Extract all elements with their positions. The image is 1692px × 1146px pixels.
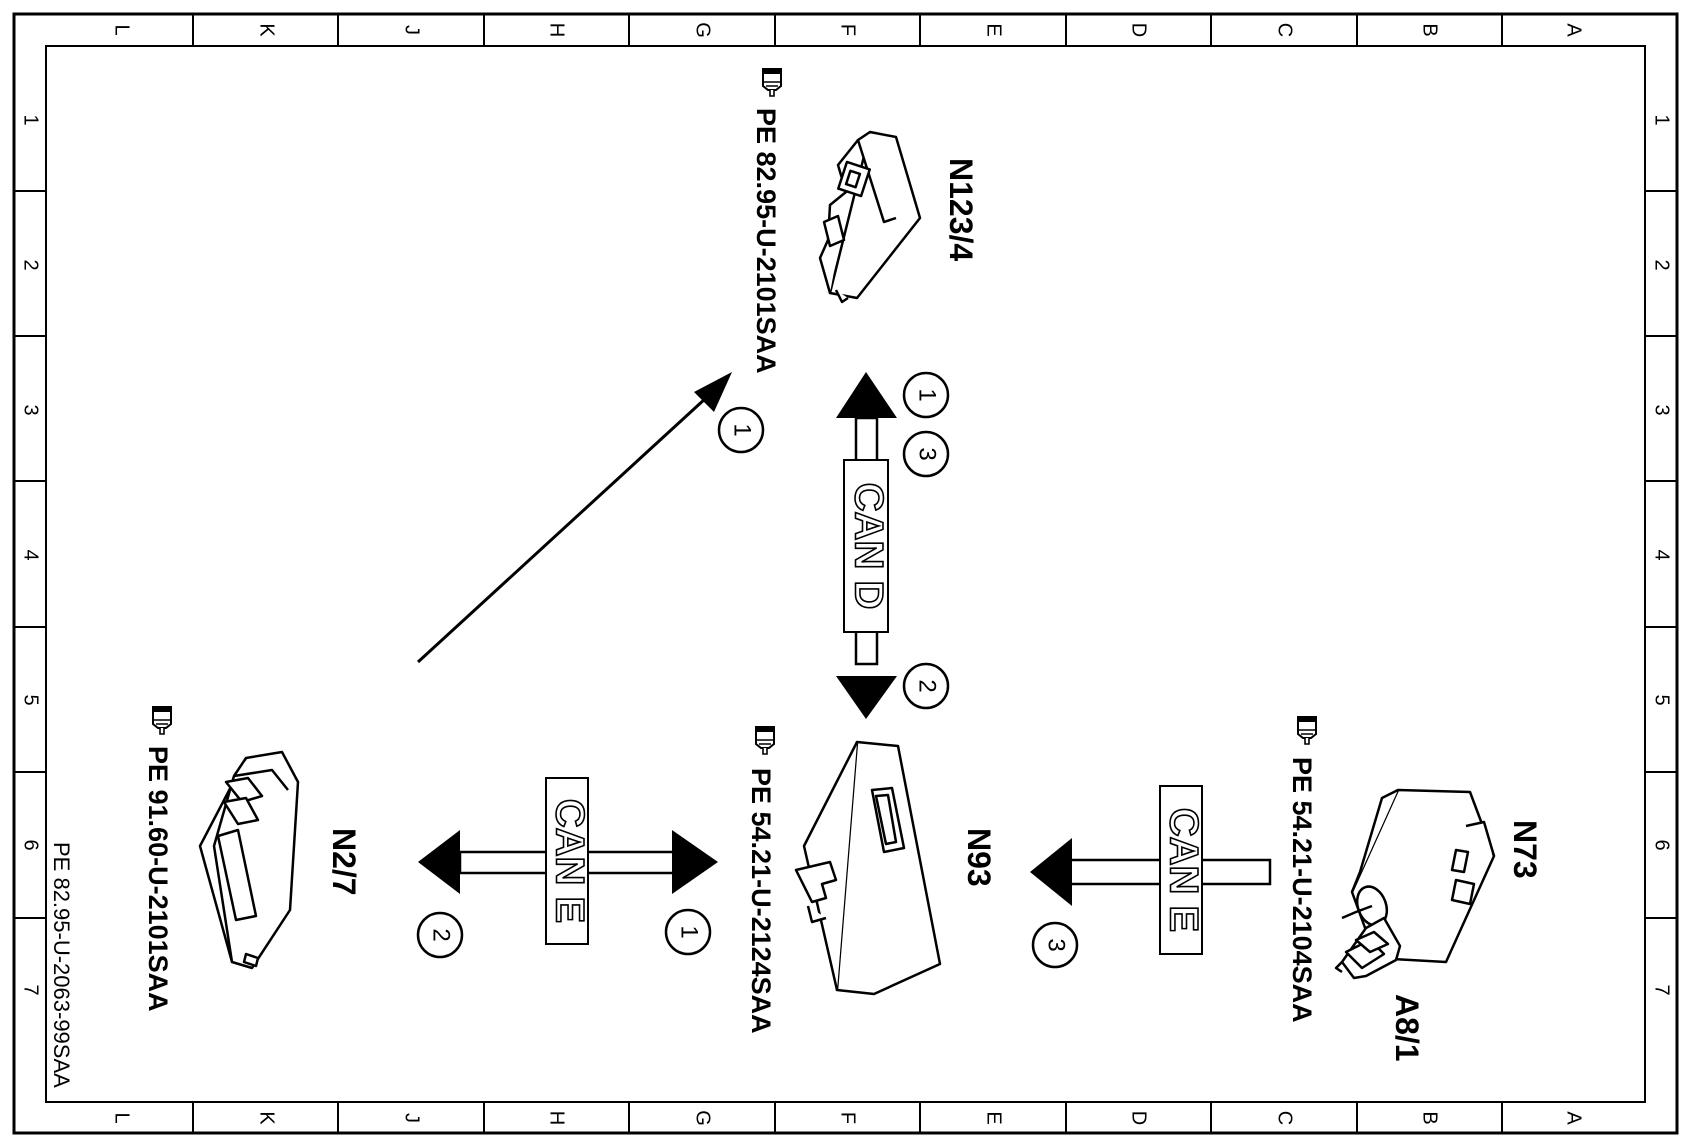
step-circle: 1 xyxy=(664,908,712,956)
step-number: 2 xyxy=(914,679,941,692)
n2-7-code: N2/7 xyxy=(326,828,362,896)
component-n93: N93 PE 54.21-U-2124SAA xyxy=(746,726,997,1034)
step-circle: 1 xyxy=(717,406,765,454)
can-e-left-label-box xyxy=(545,777,589,945)
zone-rows-right: 1 2 3 4 5 6 7 xyxy=(1651,114,1673,995)
zone-row-label: 2 xyxy=(1651,259,1673,270)
zone-row-label: 7 xyxy=(20,984,42,995)
zone-columns-bottom: L K J H G F E D C B A xyxy=(111,1110,1585,1126)
can-d-label-box xyxy=(843,459,889,633)
zone-col-label: D xyxy=(1128,23,1150,37)
component-n73: N73 A8/1 PE 54.21-U-2104SAA xyxy=(1287,716,1543,1062)
can-e-left-bus: CAN E xyxy=(418,777,718,945)
module-n93-drawing xyxy=(794,740,942,996)
zone-col-label: A xyxy=(1563,23,1585,37)
step-circle: 3 xyxy=(902,430,950,478)
can-e-right-arrowhead-left xyxy=(1030,838,1072,906)
zone-row-label: 5 xyxy=(20,694,42,705)
can-d-bus: CAN D xyxy=(836,372,897,719)
step-number: 2 xyxy=(428,928,455,941)
can-d-label: CAN D xyxy=(846,483,890,610)
zone-row-label: 3 xyxy=(1651,404,1673,415)
can-d-arrowhead-down xyxy=(836,676,897,719)
zone-row-label: 1 xyxy=(20,114,42,125)
n93-code: N93 xyxy=(961,828,997,887)
zone-row-label: 7 xyxy=(1651,984,1673,995)
zone-col-label: K xyxy=(256,1111,278,1125)
zone-col-label: J xyxy=(401,25,423,35)
n73-ref: PE 54.21-U-2104SAA xyxy=(1287,757,1317,1023)
a8-1-code: A8/1 xyxy=(1389,994,1425,1062)
zone-col-label: L xyxy=(111,1112,133,1123)
can-e-right-label: CAN E xyxy=(1161,808,1205,932)
n123-4-code: N123/4 xyxy=(943,158,979,261)
n93-ref: PE 54.21-U-2124SAA xyxy=(746,768,776,1034)
zone-col-label: K xyxy=(256,23,278,37)
module-n2-7-drawing xyxy=(198,750,300,970)
pointer-hand-icon xyxy=(1297,716,1317,745)
zone-col-label: B xyxy=(1419,1111,1441,1124)
step-circle: 3 xyxy=(1031,921,1079,969)
zone-rows-left: 1 2 3 4 5 6 7 xyxy=(20,114,42,995)
zone-col-label: D xyxy=(1128,1111,1150,1125)
zone-row-label: 4 xyxy=(20,549,42,560)
component-n2-7: N2/7 PE 91.60-U-2101SAA xyxy=(143,706,362,1012)
zone-col-label: E xyxy=(983,23,1005,36)
can-e-right-label-box xyxy=(1159,785,1203,955)
module-n123-4-drawing xyxy=(818,130,922,304)
zone-col-label: C xyxy=(1274,1111,1296,1125)
zone-row-label: 5 xyxy=(1651,694,1673,705)
step-number: 3 xyxy=(1043,938,1070,951)
key-a8-1-drawing xyxy=(1334,916,1402,980)
zone-row-label: 1 xyxy=(1651,114,1673,125)
zone-col-label: E xyxy=(983,1111,1005,1124)
zone-col-label: F xyxy=(837,24,859,36)
n2-7-ref: PE 91.60-U-2101SAA xyxy=(143,746,173,1012)
zone-row-label: 4 xyxy=(1651,549,1673,560)
n123-4-ref: PE 82.95-U-2101SAA xyxy=(751,108,781,374)
step-circle: 1 xyxy=(902,371,950,419)
component-n123-4: N123/4 PE 82.95-U-2101SAA xyxy=(751,68,979,374)
zone-col-label: B xyxy=(1419,23,1441,36)
zone-row-label: 3 xyxy=(20,404,42,415)
zone-col-label: F xyxy=(837,1112,859,1124)
step-number: 1 xyxy=(729,423,756,436)
diagonal-signal-arrow xyxy=(416,372,732,664)
can-d-arrowhead-up xyxy=(836,372,897,418)
zone-col-label: G xyxy=(692,22,714,38)
pointer-hand-icon xyxy=(762,68,782,97)
zone-col-label: H xyxy=(546,1111,568,1125)
zone-col-label: A xyxy=(1563,1111,1585,1125)
zone-row-label: 2 xyxy=(20,259,42,270)
pointer-hand-icon xyxy=(755,726,775,755)
can-e-right-bus: CAN E xyxy=(1030,785,1272,955)
step-circle: 2 xyxy=(416,911,464,959)
zone-col-label: H xyxy=(546,23,568,37)
zone-col-label: L xyxy=(111,24,133,35)
zone-col-label: G xyxy=(692,1110,714,1126)
zone-row-label: 6 xyxy=(1651,839,1673,850)
switch-n73-drawing xyxy=(1341,788,1496,964)
n73-code: N73 xyxy=(1507,820,1543,879)
document-id: PE 82.95-U-2063-99SAA xyxy=(49,842,74,1088)
zone-row-label: 6 xyxy=(20,839,42,850)
step-number: 3 xyxy=(914,447,941,460)
can-e-left-label: CAN E xyxy=(547,799,591,923)
can-e-left-arrowhead-left xyxy=(418,830,460,894)
step-number: 1 xyxy=(676,925,703,938)
step-number: 1 xyxy=(914,388,941,401)
pointer-hand-icon xyxy=(152,706,172,735)
zone-col-label: C xyxy=(1274,23,1296,37)
zone-columns-top: L K J H G F E D C B A xyxy=(111,22,1585,38)
zone-col-label: J xyxy=(401,1113,423,1123)
drawing-frame xyxy=(12,12,1679,1135)
step-circle: 2 xyxy=(902,662,950,710)
can-e-left-arrowhead-right xyxy=(672,830,718,894)
